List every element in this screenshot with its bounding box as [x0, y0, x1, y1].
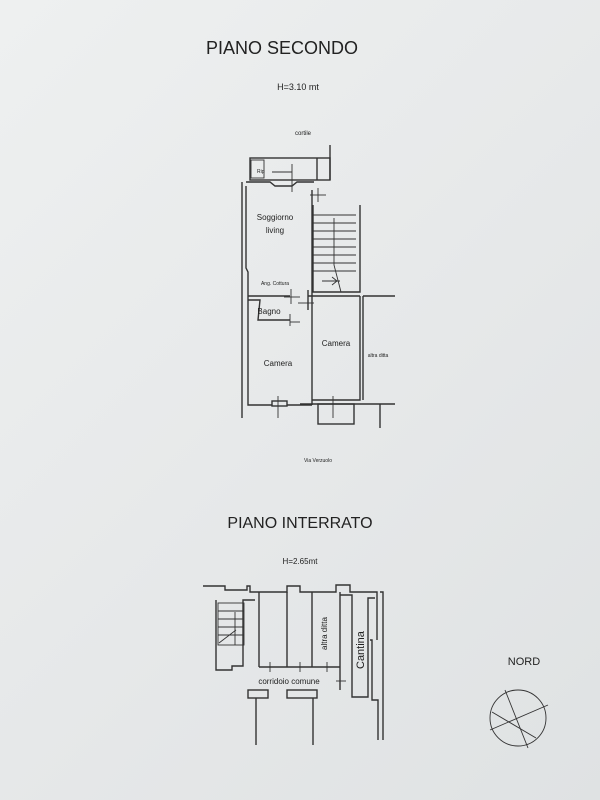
upper-floor-title: PIANO SECONDO [206, 38, 358, 58]
cellar-label: Cantina [355, 630, 367, 669]
north-label: NORD [508, 656, 540, 668]
other-unit-label: altra ditta [368, 353, 389, 359]
bedroom-left-label: Camera [264, 359, 293, 368]
bedroom-right-label: Camera [322, 339, 351, 348]
basement-title: PIANO INTERRATO [227, 515, 372, 532]
street-label: Via Verzuolo [304, 458, 332, 464]
basement-other-unit-label: altra ditta [320, 617, 329, 650]
kitchen-label: Ang. Cottura [261, 281, 289, 287]
living-room-label: Soggiorno [257, 213, 294, 222]
basement-height: H=2.65mt [283, 557, 319, 566]
storage-label: Rip [257, 169, 265, 175]
courtyard-label: cortile [295, 131, 312, 137]
living-room-label-en: living [266, 226, 284, 235]
common-corridor-label: corridoio comune [258, 677, 320, 686]
upper-floor-height: H=3.10 mt [277, 82, 319, 92]
bathroom-label: Bagno [257, 307, 281, 316]
basement-plan [203, 584, 384, 745]
upper-floor-plan [241, 145, 395, 428]
north-compass-icon [489, 689, 549, 749]
